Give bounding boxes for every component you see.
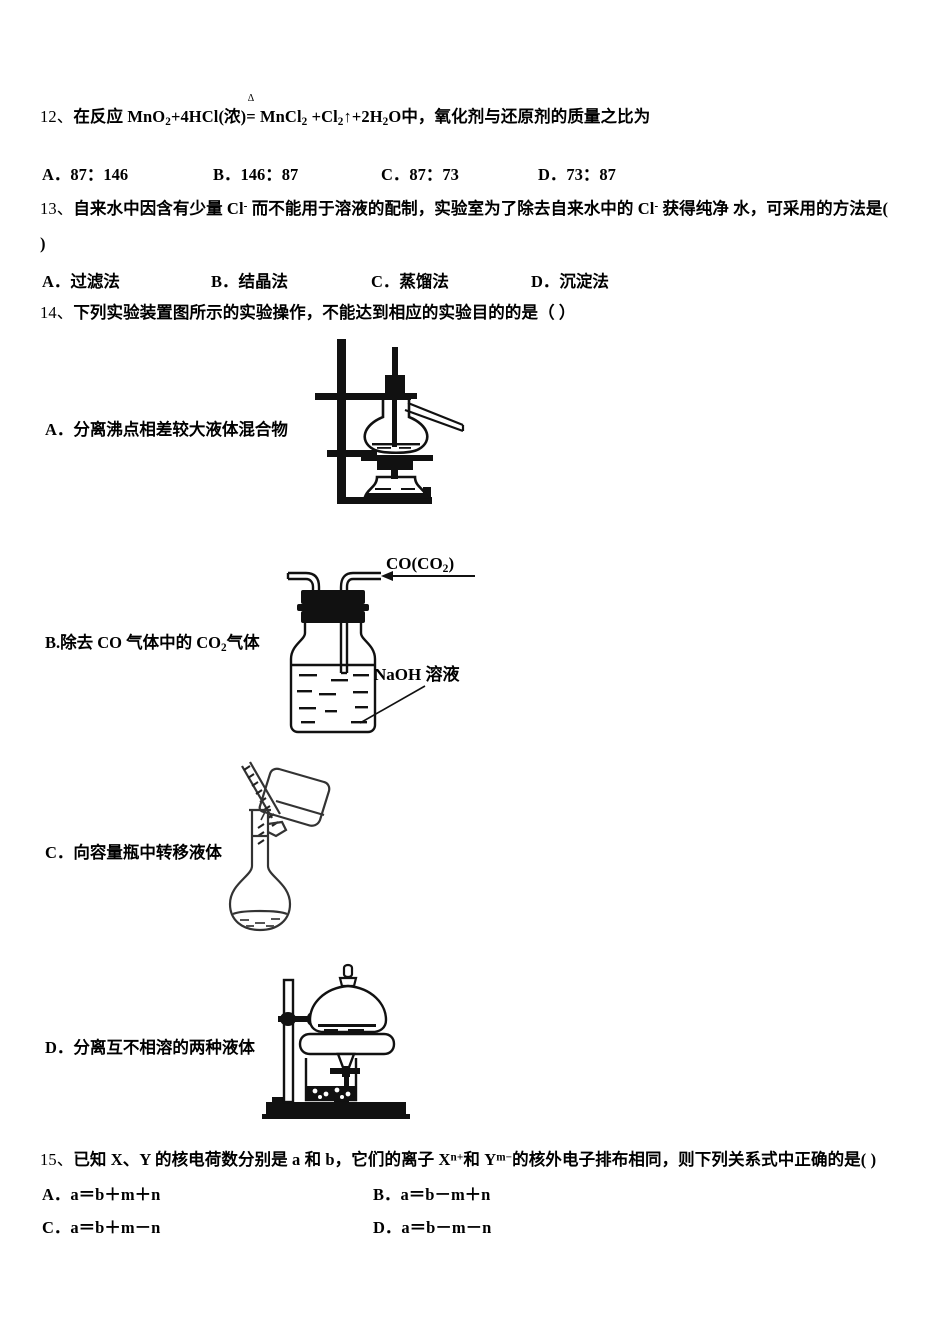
question-15-option-d[interactable]: D．a＝b－m－n (373, 1214, 491, 1238)
option-b-label: B． (211, 272, 239, 291)
question-15-part-3: 的核外电子排布相同，则下列关系式中正确的是( ) (512, 1150, 877, 1169)
eq-product-3: +2H (351, 107, 383, 126)
question-13-part-1: 自来水中因含有少量 Cl (73, 199, 244, 218)
question-15-stem: 15、已知 X、Y 的核电荷数分别是 a 和 b，它们的离子 Xn+和 Ym−的… (40, 1148, 876, 1173)
gas-inlet-label-pre: CO(CO (386, 554, 443, 573)
question-15-sup-2: m− (496, 1151, 513, 1164)
naoh-solution-label: NaOH 溶液 (374, 665, 460, 684)
option-b-label: B． (213, 165, 241, 184)
option-b-label: B． (373, 1185, 401, 1204)
question-12-option-b[interactable]: B．146：87 (213, 161, 298, 185)
gas-inlet-label-sub: 2 (442, 562, 449, 576)
option-b-text-post: 气体 (226, 633, 260, 652)
question-12-lead-in: 在反应 (73, 107, 124, 126)
question-14-option-c[interactable]: C．向容量瓶中转移液体 (45, 839, 222, 863)
question-14-option-b[interactable]: B.除去 CO 气体中的 CO2气体 (45, 629, 260, 654)
gas-washing-bottle-icon (286, 571, 475, 734)
eq-delta-condition: Δ (247, 93, 255, 104)
option-b-text: a＝b－m＋n (400, 1185, 491, 1204)
option-c-text: 87：73 (409, 165, 459, 184)
option-d-text: 沉淀法 (559, 272, 609, 291)
eq-sub-1: 2 (165, 116, 171, 129)
option-c-text: a＝b＋m－n (70, 1218, 161, 1237)
option-a-label: A． (42, 1185, 71, 1204)
separating-funnel-stand-icon (262, 963, 410, 1119)
question-15-part-2: 和 Y (463, 1150, 497, 1169)
question-13-option-b[interactable]: B．结晶法 (211, 268, 288, 292)
option-a-text: 过滤法 (70, 272, 120, 291)
eq-equals: = (246, 107, 256, 126)
volumetric-flask-transfer-figure (228, 758, 418, 933)
question-13-number: 13、 (40, 199, 74, 218)
question-13-option-a[interactable]: A．过滤法 (42, 268, 120, 292)
option-b-text-pre: 除去 CO 气体中的 CO (60, 633, 222, 652)
separating-funnel-stand-figure (258, 962, 438, 1122)
question-14-stem-text: 下列实验装置图所示的实验操作，不能达到相应的实验目的的是（ ） (73, 303, 576, 322)
option-c-label: C． (42, 1218, 71, 1237)
option-a-text: 分离沸点相差较大液体混合物 (73, 420, 288, 439)
option-d-label: D． (373, 1218, 402, 1237)
question-13-sup-1: - (243, 200, 248, 213)
gas-inlet-label-post: ) (448, 554, 455, 573)
question-13-option-c[interactable]: C．蒸馏法 (371, 268, 449, 292)
question-12-option-a[interactable]: A．87：146 (42, 161, 128, 185)
question-13-stem-line2: ) (40, 234, 46, 253)
question-15-option-c[interactable]: C．a＝b＋m－n (42, 1214, 160, 1238)
option-b-text: 146：87 (240, 165, 299, 184)
question-13-part-2: 而不能用于溶液的配制，实验室为了除去自来水中的 Cl (247, 199, 655, 218)
gas-inlet-label: CO(CO2) (386, 554, 454, 575)
option-d-text: 73：87 (566, 165, 616, 184)
question-12-stem: 12、在反应 MnO2+4HCl(浓)Δ= MnCl2 +Cl2↑+2H2O中，… (40, 93, 651, 131)
question-15-option-a[interactable]: A．a＝b＋m＋n (42, 1181, 160, 1205)
volumetric-flask-transfer-icon (228, 761, 331, 932)
eq-sub-4: 2 (382, 116, 389, 129)
question-12-equation: MnO2+4HCl(浓)Δ= MnCl2 +Cl2↑+2H2O (123, 93, 402, 129)
question-12-option-c[interactable]: C．87：73 (381, 161, 459, 185)
option-c-label: C． (45, 843, 74, 862)
eq-product-1: MnCl (259, 107, 302, 126)
option-c-text: 向容量瓶中转移液体 (73, 843, 222, 862)
question-15-sup-1: n+ (450, 1151, 464, 1164)
question-14-number: 14、 (40, 303, 74, 322)
question-12-number: 12、 (40, 107, 74, 126)
gas-washing-bottle-figure (275, 543, 505, 738)
question-13-part-3: 获得纯净 水，可采用的方法是( (658, 199, 889, 218)
question-15-part-1: 已知 X、Y 的核电荷数分别是 a 和 b，它们的离子 X (73, 1150, 451, 1169)
eq-sub-2: 2 (301, 116, 308, 129)
option-d-label: D． (531, 272, 560, 291)
eq-plus-1: +4HCl(浓) (170, 107, 247, 126)
option-b-text: 结晶法 (238, 272, 289, 291)
eq-product-2: +Cl (311, 107, 338, 126)
option-b-label: B. (45, 633, 61, 652)
option-a-text: 87：146 (70, 165, 129, 184)
question-14-option-a[interactable]: A．分离沸点相差较大液体混合物 (45, 416, 288, 440)
option-d-label: D． (45, 1038, 74, 1057)
eq-product-3-tail: O (388, 107, 402, 126)
question-12-option-d[interactable]: D．73：87 (538, 161, 616, 185)
eq-equals-group: Δ= (246, 93, 256, 130)
question-13-option-d[interactable]: D．沉淀法 (531, 268, 609, 292)
question-15-option-b[interactable]: B．a＝b－m＋n (373, 1181, 490, 1205)
question-13-sup-2: - (654, 200, 659, 213)
option-d-text: a＝b－m－n (401, 1218, 492, 1237)
question-14-stem: 14、下列实验装置图所示的实验操作，不能达到相应的实验目的的是（ ） (40, 301, 576, 326)
option-c-text: 蒸馏法 (399, 272, 449, 291)
option-a-label: A． (42, 272, 71, 291)
distillation-apparatus-figure (315, 337, 565, 517)
option-a-text: a＝b＋m＋n (70, 1185, 161, 1204)
question-12-tail: 中，氧化剂与还原剂的质量之比为 (401, 107, 651, 126)
question-14-option-d[interactable]: D．分离互不相溶的两种液体 (45, 1034, 255, 1058)
question-13-stem: 13、自来水中因含有少量 Cl- 而不能用于溶液的配制，实验室为了除去自来水中的… (40, 197, 888, 222)
option-d-label: D． (538, 165, 567, 184)
option-d-text: 分离互不相溶的两种液体 (73, 1038, 255, 1057)
option-c-label: C． (371, 272, 400, 291)
eq-sub-3: 2 (337, 116, 344, 129)
question-15-number: 15、 (40, 1150, 74, 1169)
eq-arrow-up: ↑ (343, 107, 352, 126)
option-a-label: A． (42, 165, 71, 184)
distillation-apparatus-icon (315, 339, 465, 504)
option-b-text-sub: 2 (221, 642, 227, 655)
option-c-label: C． (381, 165, 410, 184)
option-a-label: A． (45, 420, 74, 439)
